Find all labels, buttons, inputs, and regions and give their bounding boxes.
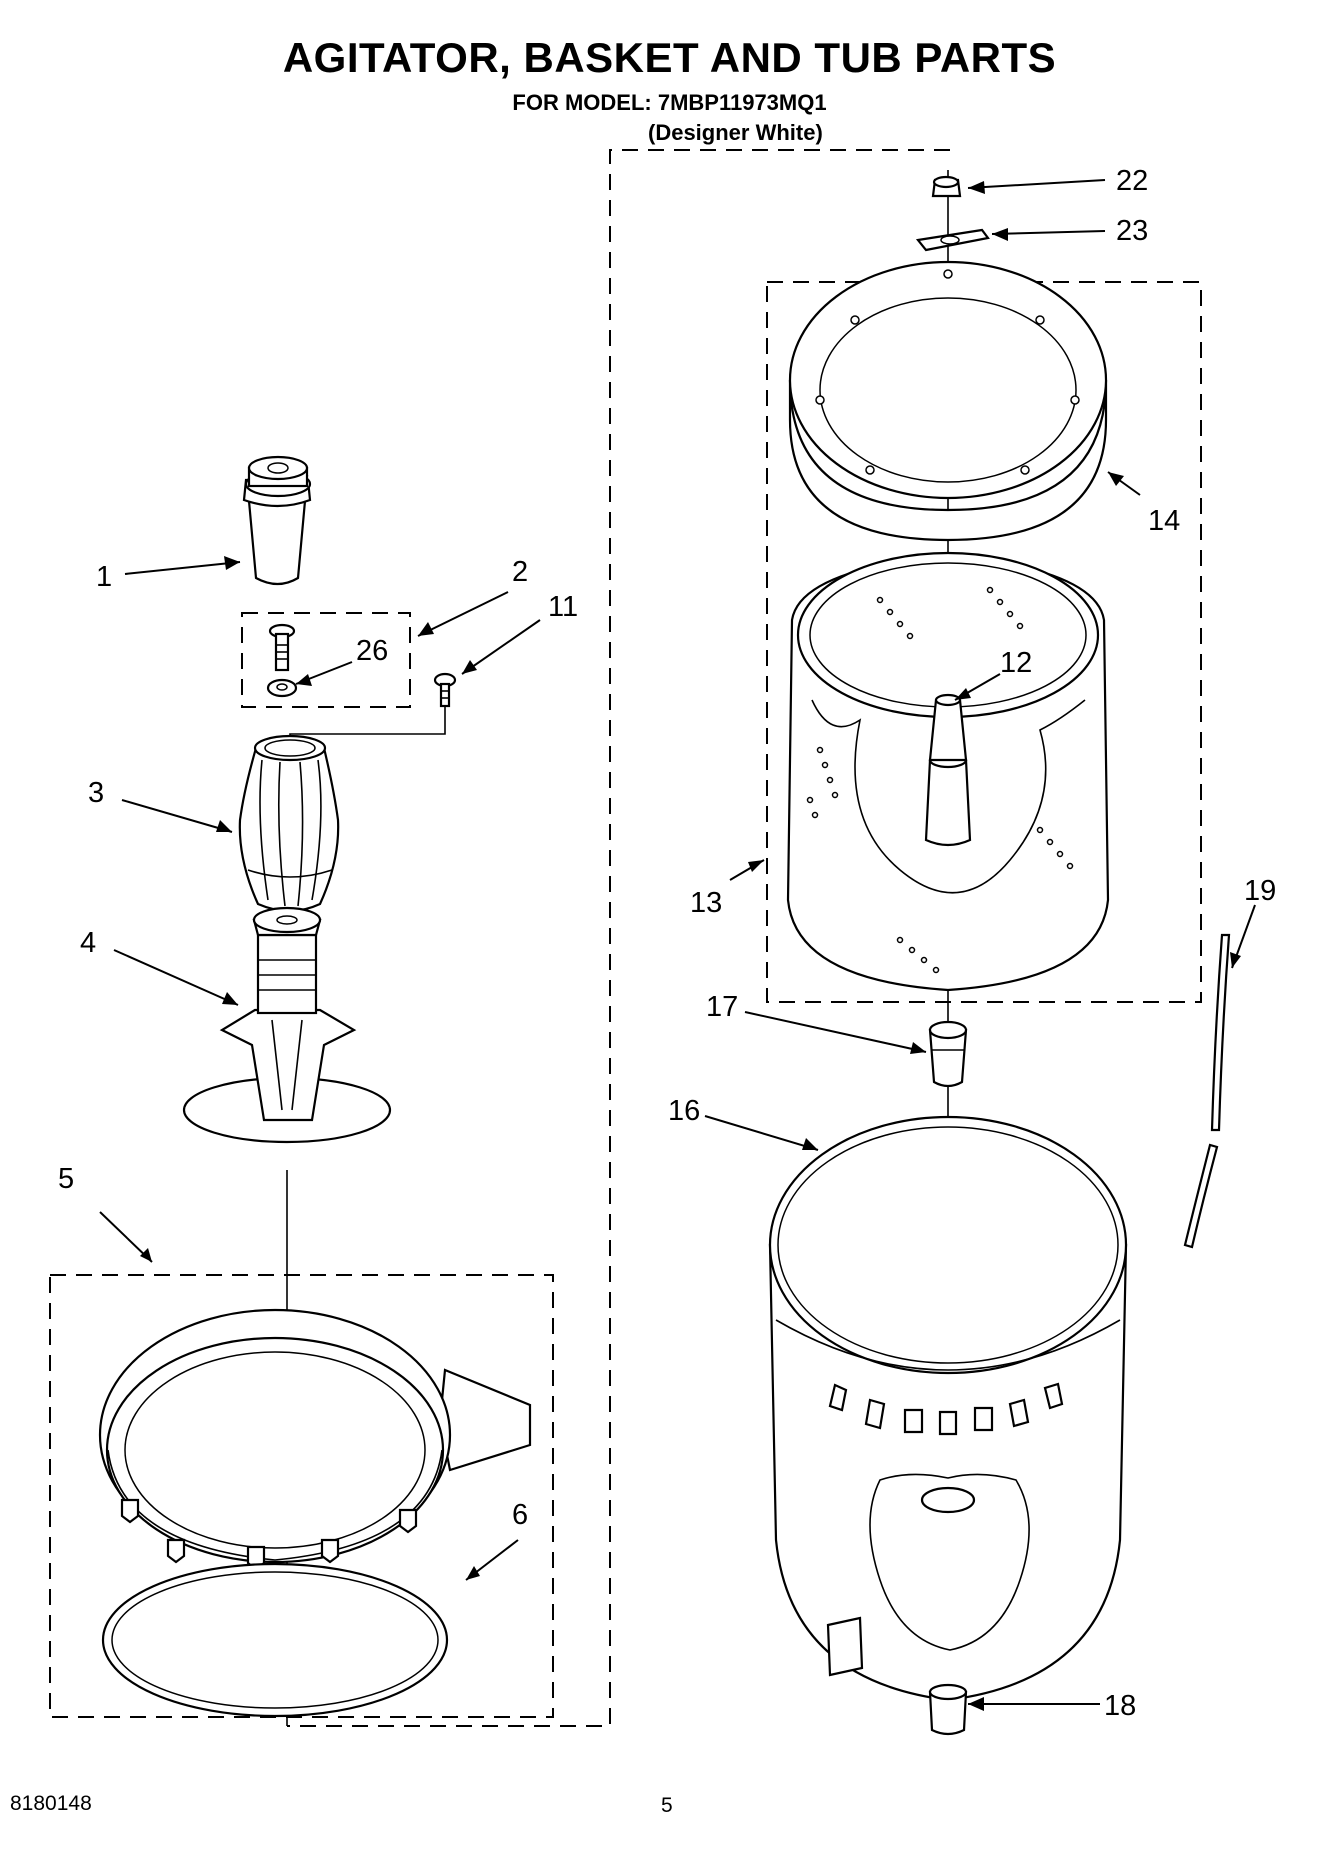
wash-basket-icon	[786, 551, 1110, 992]
screw-leader-line	[289, 706, 446, 742]
arrowhead-6	[466, 1566, 480, 1580]
callout-26: 26	[356, 635, 388, 667]
group-box-2	[241, 612, 411, 708]
tub-ring-icon	[98, 1308, 532, 1572]
agitator-upper-icon	[238, 734, 340, 913]
leader-4	[113, 949, 239, 1006]
arrowhead-14	[1108, 472, 1124, 486]
callout-6: 6	[512, 1499, 528, 1531]
page-title: AGITATOR, BASKET AND TUB PARTS	[282, 34, 1057, 81]
page-number: 5	[661, 1794, 673, 1817]
leader-3	[121, 799, 233, 833]
callout-17: 17	[706, 991, 738, 1023]
callout-3: 3	[88, 777, 104, 809]
tub-seal-icon	[101, 1562, 449, 1718]
arrowhead-23	[992, 228, 1008, 241]
agitator-cap-icon	[242, 455, 312, 586]
arrowhead-4	[222, 992, 238, 1005]
callout-16: 16	[668, 1095, 700, 1127]
arrowhead-2	[418, 622, 434, 636]
arrowhead-1	[224, 556, 240, 570]
bolt-icon	[268, 623, 296, 672]
washer-icon	[266, 678, 298, 698]
callout-19: 19	[1244, 875, 1276, 907]
callout-22: 22	[1116, 165, 1148, 197]
callout-23: 23	[1116, 215, 1148, 247]
hose-icon	[1183, 933, 1231, 1249]
leader-23	[991, 230, 1106, 235]
group-box-5	[49, 1274, 554, 1718]
arrowhead-12	[955, 688, 971, 700]
arrowhead-16	[802, 1138, 818, 1150]
arrowhead-19	[1230, 952, 1241, 968]
callout-1: 1	[96, 561, 112, 593]
drive-bell-icon	[928, 1020, 968, 1088]
callout-18: 18	[1104, 1690, 1136, 1722]
leader-1	[124, 561, 241, 575]
callout-14: 14	[1148, 505, 1180, 537]
arrowhead-11	[462, 660, 477, 674]
plate-icon	[915, 228, 990, 252]
outer-tub-icon	[768, 1115, 1128, 1702]
balance-ring-icon	[788, 260, 1108, 542]
arrowhead-3	[216, 820, 232, 832]
callout-5: 5	[58, 1163, 74, 1195]
arrowhead-18	[968, 1697, 984, 1711]
connector-dashed-line	[287, 149, 950, 1727]
leader-22	[967, 179, 1106, 189]
arrowhead-13	[748, 860, 764, 872]
arrowhead-26	[296, 674, 312, 686]
model-variant: (Designer White)	[648, 120, 823, 145]
callout-4: 4	[80, 927, 96, 959]
leader-2	[417, 591, 509, 637]
callout-2: 2	[512, 556, 528, 588]
callout-13: 13	[690, 887, 722, 919]
leader-17	[744, 1011, 927, 1053]
callout-12: 12	[1000, 647, 1032, 679]
leader-16	[704, 1115, 819, 1151]
screw-icon	[433, 672, 457, 708]
model-number: FOR MODEL: 7MBP11973MQ1	[512, 90, 827, 115]
callout-11: 11	[548, 591, 578, 623]
arrowhead-17	[910, 1042, 926, 1054]
document-number: 8180148	[10, 1792, 92, 1815]
arrowhead-5	[140, 1248, 152, 1262]
drain-fitting-icon	[928, 1683, 968, 1736]
leader-11	[461, 619, 541, 675]
agitator-base-icon	[182, 906, 392, 1144]
arrowhead-22	[968, 181, 985, 194]
drive-nut-icon	[931, 175, 962, 198]
